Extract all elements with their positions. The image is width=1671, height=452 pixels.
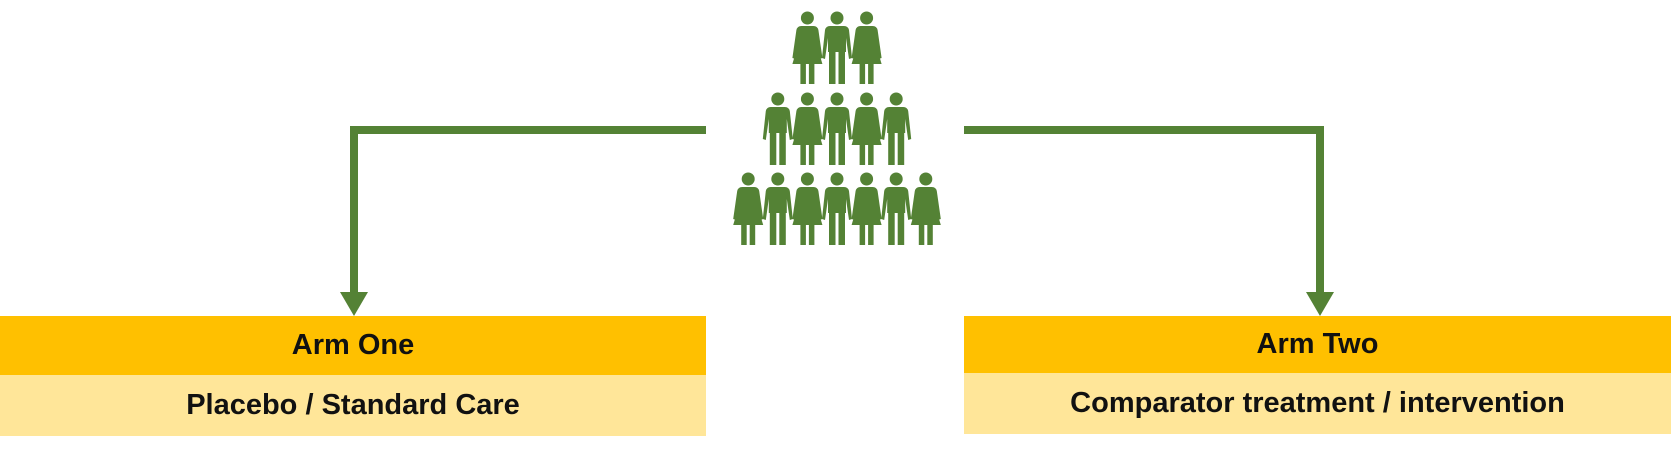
person-icon [881,172,912,245]
person-icon [881,92,912,165]
arm-two-box: Arm Two Comparator treatment / intervent… [964,316,1671,434]
person-icon [910,172,941,245]
person-icon [762,92,793,165]
population-group [733,11,941,245]
person-icon [792,92,823,165]
person-icon [822,92,852,165]
person-icon [762,172,793,245]
arrow-to-arm-one [340,126,706,316]
arrow-to-arm-two [964,126,1334,316]
person-icon [851,11,882,84]
arm-one-detail: Placebo / Standard Care [0,375,706,436]
arm-one-title: Arm One [0,316,706,375]
person-icon [822,11,852,84]
person-icon [792,11,823,84]
person-icon [851,92,882,165]
person-icon [822,172,852,245]
person-icon [851,172,882,245]
arm-one-box: Arm One Placebo / Standard Care [0,316,706,436]
person-icon [792,172,823,245]
arm-two-title: Arm Two [964,316,1671,373]
arm-two-detail: Comparator treatment / intervention [964,373,1671,434]
person-icon [733,172,764,245]
